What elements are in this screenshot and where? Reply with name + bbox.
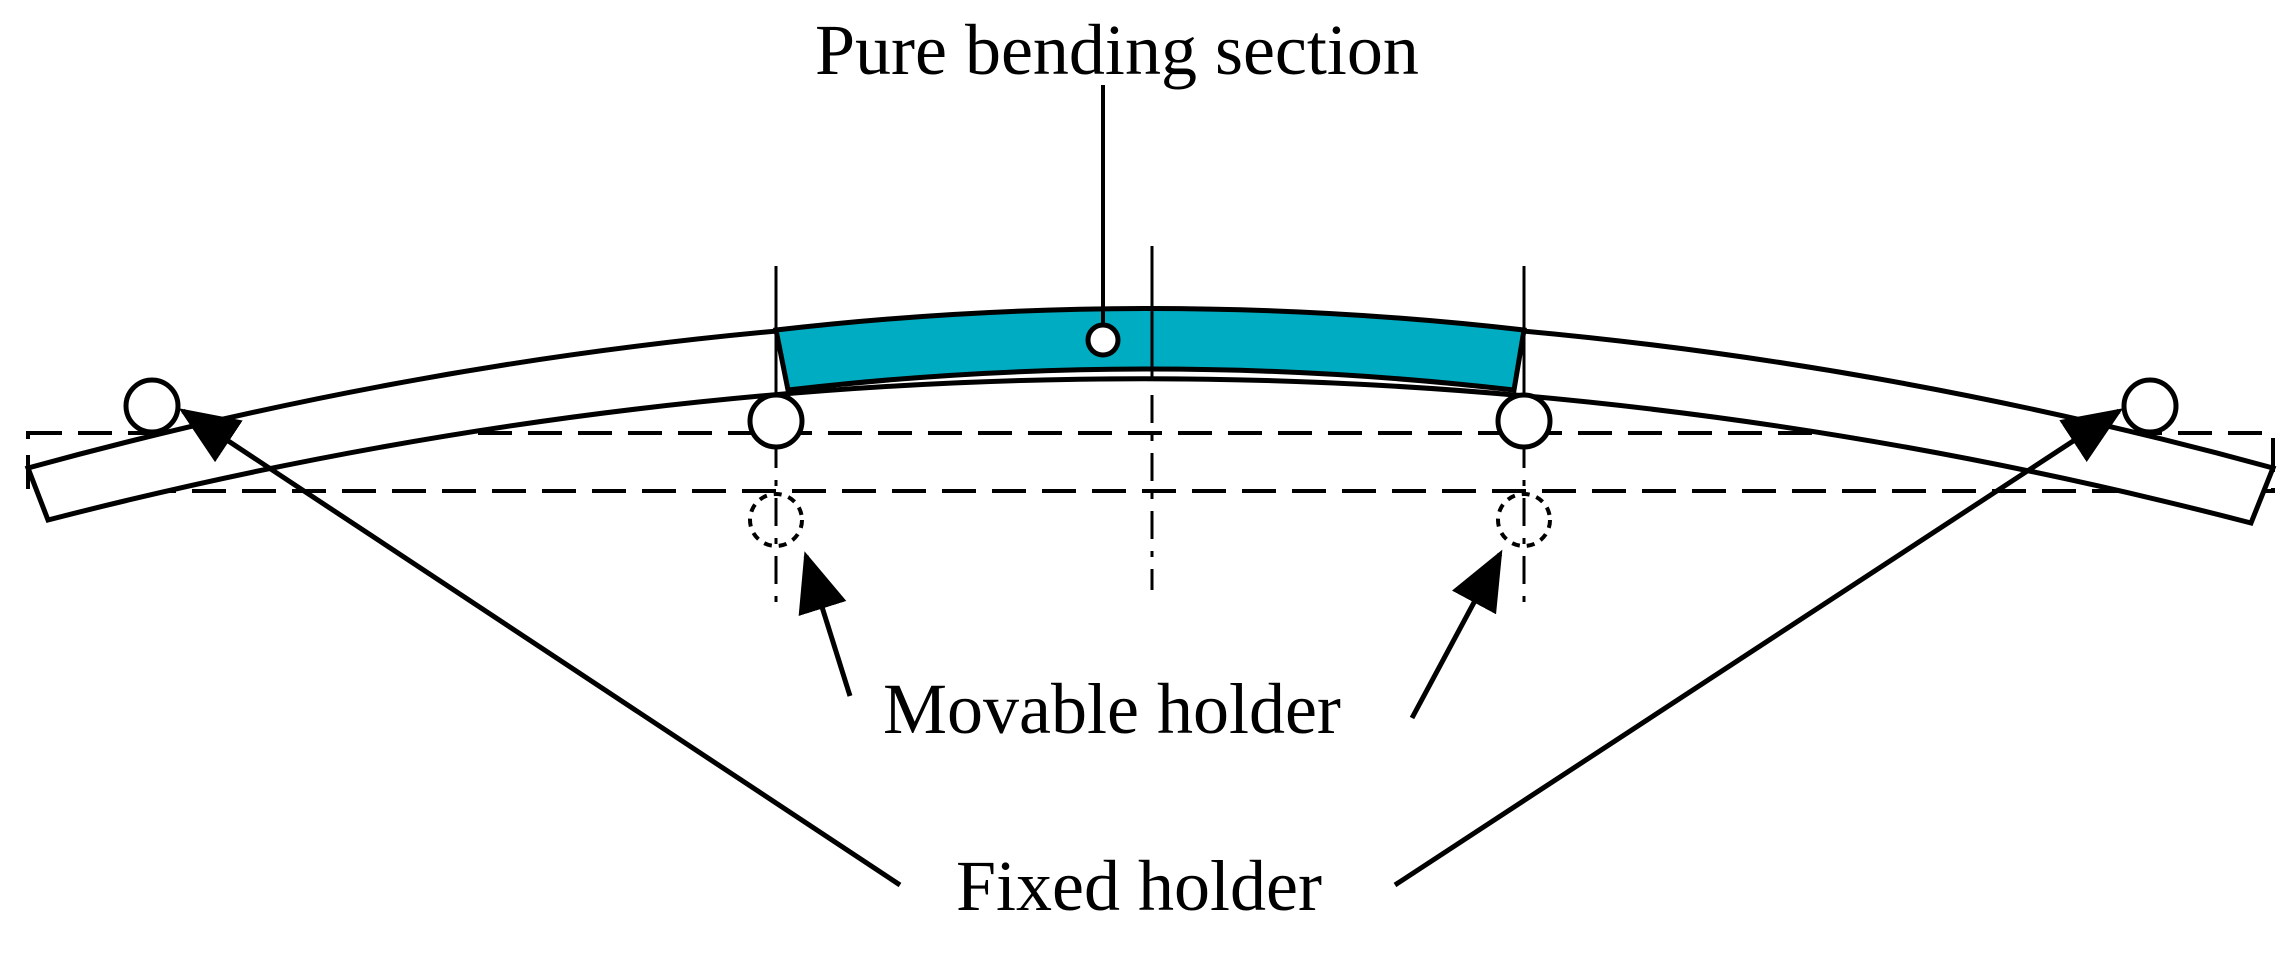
straight-specimen-outline	[26, 431, 2275, 493]
movable-holder-right-original	[1496, 492, 1552, 548]
movable-holder-label: Movable holder	[883, 669, 1341, 749]
pure-bending-section-label: Pure bending section	[815, 10, 1419, 90]
fixed-arrow-left	[178, 408, 902, 888]
movable-holder-left-original	[748, 492, 804, 548]
fixed-holder-left	[123, 377, 181, 435]
fixed-arrow-right	[1393, 408, 2124, 888]
movable-holder-left	[747, 392, 805, 450]
pure-bending-section	[773, 306, 1527, 393]
movable-arrow-left	[798, 551, 853, 697]
fixed-holder-right	[2121, 377, 2179, 435]
movable-arrow-right	[1409, 549, 1503, 720]
movable-holder-right	[1495, 392, 1553, 450]
fixed-holder-label: Fixed holder	[956, 846, 1322, 926]
pure-bending-leader-dot	[1085, 322, 1121, 358]
